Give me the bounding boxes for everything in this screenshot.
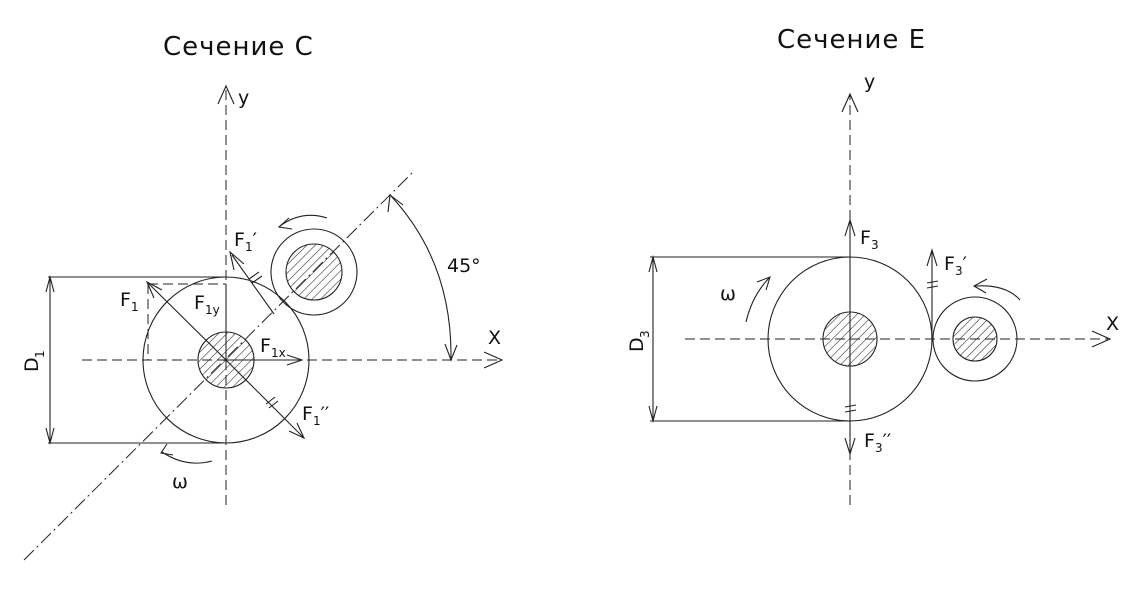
section-e-f3-prime-label: F3′ bbox=[944, 253, 967, 278]
svg-text:1: 1 bbox=[33, 350, 47, 358]
section-c-f1-dprime-label: F1′′ bbox=[302, 403, 329, 428]
section-c-pinion-rotation-head bbox=[277, 217, 293, 230]
section-c-gear-rotation bbox=[161, 451, 213, 464]
section-c-dim-arrow-bottom bbox=[45, 427, 55, 446]
section-c-f1-label: F1 bbox=[120, 289, 139, 314]
section-c-f1-prime-label: F1′ bbox=[234, 229, 257, 254]
svg-text:3: 3 bbox=[638, 330, 652, 338]
section-e-gear-rotation-head bbox=[756, 276, 771, 291]
section-e-f3-dprime-label: F3′′ bbox=[864, 430, 891, 455]
section-c-diameter-label: D 1 bbox=[21, 350, 47, 372]
section-c-f1-dprime-tick1 bbox=[265, 396, 276, 405]
section-e-pinion-outer bbox=[932, 296, 1018, 382]
section-e-title: Сечение Е bbox=[777, 25, 926, 55]
section-e-dim-arrow-bottom bbox=[648, 405, 658, 424]
section-e-f3-label: F3 bbox=[860, 227, 879, 252]
svg-text:D: D bbox=[626, 337, 648, 352]
section-c-x-arrow bbox=[483, 351, 504, 369]
section-e: Сечение Е y X D 3 F3 bbox=[626, 25, 1119, 505]
section-c-f1-prime-tick1 bbox=[248, 271, 260, 280]
section-e-pinion-rotation bbox=[974, 285, 1021, 301]
section-c-f1-prime-vector bbox=[231, 254, 275, 315]
section-c-x-label: X bbox=[488, 327, 501, 349]
section-c-force-f1-vector bbox=[147, 282, 227, 361]
section-c-f1x-label: F1x bbox=[260, 335, 286, 360]
section-e-gear-rotation bbox=[745, 277, 770, 323]
section-e-y-arrow bbox=[841, 92, 859, 113]
section-c-f1-dprime-head bbox=[288, 422, 306, 440]
section-e-x-label: X bbox=[1106, 313, 1119, 335]
section-c-f1-prime-tick2 bbox=[251, 275, 263, 284]
section-e-omega-label: ω bbox=[720, 283, 736, 305]
section-c-f1x-head bbox=[286, 354, 304, 366]
section-c-angle-arc bbox=[390, 195, 452, 359]
section-e-f3-dprime-tick2 bbox=[844, 409, 857, 413]
section-e-pinion-shaft bbox=[952, 316, 998, 362]
section-c: Сечение С y X D 1 bbox=[21, 32, 504, 561]
section-c-gear-rotation-head bbox=[160, 443, 174, 456]
section-e-f3-prime-tick2 bbox=[926, 285, 939, 289]
svg-text:D: D bbox=[21, 357, 43, 372]
section-c-f1-dprime-tick2 bbox=[268, 400, 279, 409]
section-e-f3-head bbox=[844, 218, 856, 237]
section-c-y-label: y bbox=[238, 87, 249, 109]
section-e-f3-dprime-head bbox=[844, 437, 856, 456]
section-c-angle-arrow-bottom bbox=[444, 343, 458, 362]
section-c-pinion-rotation bbox=[279, 214, 328, 227]
section-e-diameter-label: D 3 bbox=[626, 330, 652, 352]
section-c-title: Сечение С bbox=[163, 32, 314, 62]
section-e-f3-prime-tick1 bbox=[926, 280, 939, 284]
section-e-dim-arrow-top bbox=[648, 254, 658, 273]
section-e-x-arrow bbox=[1091, 330, 1112, 348]
section-c-omega-label: ω bbox=[172, 471, 188, 493]
section-e-f3-prime-head bbox=[926, 248, 938, 267]
section-c-y-arrow bbox=[217, 84, 235, 105]
section-c-pinion-outer bbox=[270, 228, 358, 316]
section-c-f1-dprime-vector bbox=[225, 359, 304, 438]
section-c-dim-arrow-top bbox=[45, 274, 55, 293]
section-c-angle-arrow-top bbox=[387, 193, 404, 213]
section-c-force-f1-head bbox=[145, 280, 163, 299]
section-e-pinion-rotation-head bbox=[972, 278, 988, 294]
section-e-y-label: y bbox=[864, 71, 875, 93]
section-c-f1y-label: F1y bbox=[194, 292, 220, 317]
section-c-pinion-shaft bbox=[285, 243, 343, 301]
section-c-f1-prime-head bbox=[229, 250, 245, 271]
section-c-angle-label: 45° bbox=[447, 255, 481, 277]
section-e-f3-dprime-tick1 bbox=[844, 404, 857, 408]
